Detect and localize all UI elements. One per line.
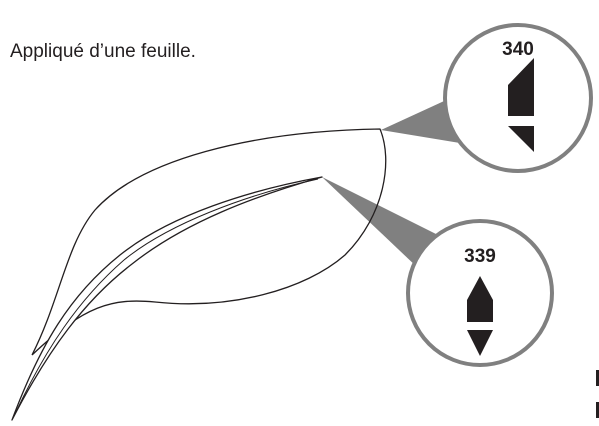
callout-340-number: 340 (502, 39, 534, 60)
leaf-stem-inner-line (15, 178, 319, 413)
callout-339: 339 (406, 219, 554, 367)
callout-339-number: 339 (464, 246, 496, 267)
caption: Appliqué d’une feuille. (10, 41, 196, 62)
callout-340: 340 (443, 23, 593, 173)
stitch-edge-end-icon (508, 58, 534, 152)
leaf-outline (31, 128, 387, 356)
leaf-stem (11, 176, 323, 421)
stitch-point-icon (467, 276, 493, 356)
pointer-wedge-339 (322, 177, 436, 268)
edge-mark (596, 402, 599, 418)
edge-mark (596, 370, 599, 386)
